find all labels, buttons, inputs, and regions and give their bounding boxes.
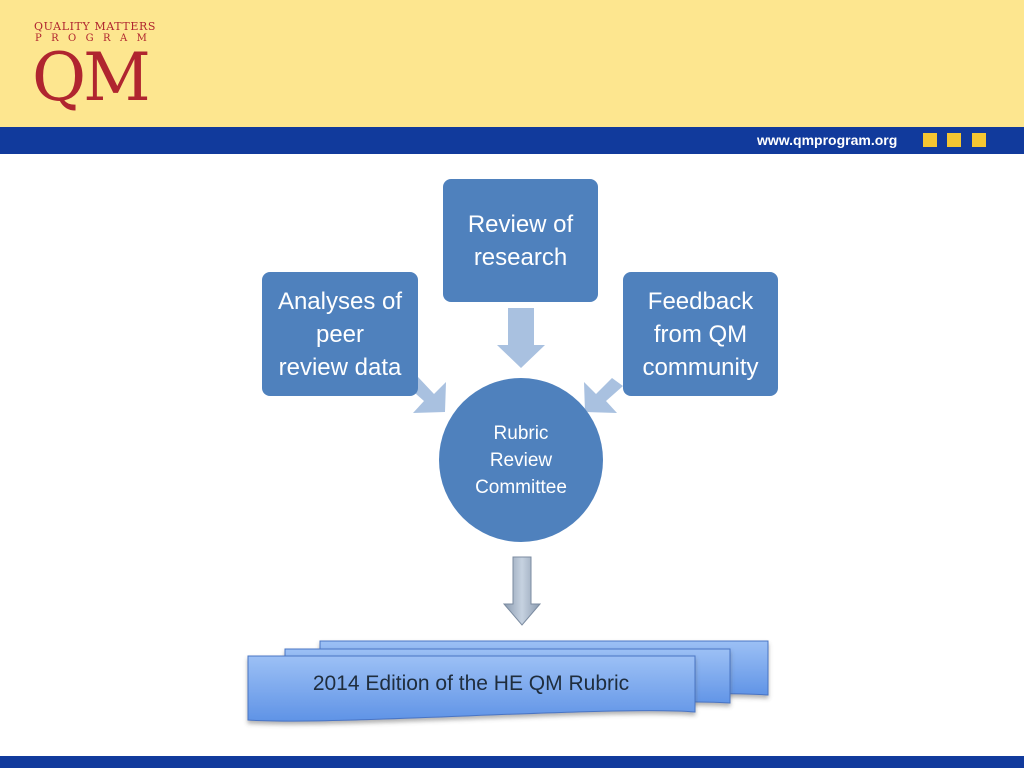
logo-program: PROGRAM — [35, 33, 157, 44]
output-label: 2014 Edition of the HE QM Rubric — [312, 672, 630, 695]
arrow-right-to-center — [584, 378, 623, 413]
node-review-of-research-line2: research — [473, 243, 568, 271]
qm-logo: QUALITY MATTERS PROGRAM QM — [32, 20, 169, 116]
accent-square-3 — [972, 133, 986, 147]
node-peer-review-line3: review data — [278, 353, 402, 381]
node-committee-line2: Review — [489, 449, 553, 471]
accent-square-2 — [947, 133, 961, 147]
node-committee-line1: Rubric — [493, 422, 549, 444]
node-review-of-research: Review of research — [443, 179, 598, 302]
accent-square-1 — [923, 133, 937, 147]
node-rubric-review-committee: Rubric Review Committee — [439, 378, 603, 542]
output-doc-front — [247, 655, 696, 722]
arrow-top-to-center — [497, 308, 545, 368]
node-community-line1: Feedback — [647, 287, 754, 315]
header-band — [0, 127, 1024, 154]
node-community-feedback: Feedback from QM community — [623, 272, 778, 396]
node-peer-review-line1: Analyses of — [277, 287, 403, 315]
node-review-of-research-line1: Review of — [467, 210, 574, 238]
website-url: www.qmprogram.org — [757, 132, 898, 148]
node-committee-line3: Committee — [475, 476, 567, 498]
node-community-line2: from QM — [653, 320, 748, 348]
logo-org-name: QUALITY MATTERS — [34, 20, 156, 33]
footer-band — [0, 756, 1024, 768]
header-bar — [0, 0, 1024, 127]
logo-mark: QM — [32, 39, 151, 116]
node-community-line3: community — [642, 353, 759, 381]
node-peer-review-line2: peer — [315, 320, 365, 348]
node-peer-review-analyses: Analyses of peer review data — [262, 272, 418, 396]
arrow-center-to-output — [502, 556, 542, 626]
